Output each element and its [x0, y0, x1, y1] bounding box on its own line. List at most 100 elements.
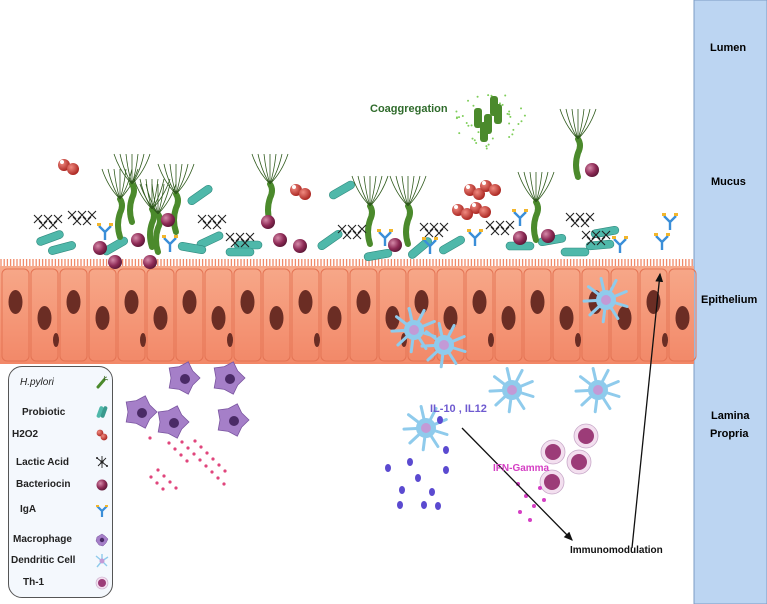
- cell-nucleus: [299, 290, 313, 314]
- cell-nucleus: [96, 306, 110, 330]
- bacteriocin: [513, 231, 527, 245]
- th1-cell: [541, 440, 565, 464]
- cytokine-dot: [174, 486, 177, 489]
- probiotic-icon: [95, 405, 109, 419]
- legend-label-iga: IgA: [20, 504, 36, 515]
- cytokine-dot: [161, 487, 164, 490]
- ifn-cytokine-dot: [528, 518, 532, 522]
- probiotic-bacterium: [47, 241, 76, 256]
- cytokine-il-label: IL-10 , IL12: [430, 403, 487, 415]
- cytokine-dot: [223, 469, 226, 472]
- cytokine-dot: [192, 452, 195, 455]
- il-cytokine-dot: [415, 474, 421, 482]
- dendritic-cell: [576, 369, 619, 412]
- probiotic-bacterium: [186, 184, 214, 207]
- macrophage-icon: [95, 533, 109, 547]
- cytokine-dot: [186, 446, 189, 449]
- cell-nucleus: [314, 333, 320, 347]
- il-cytokine-dot: [421, 501, 427, 509]
- iga-antibody: [512, 209, 528, 226]
- cell-nucleus: [473, 290, 487, 314]
- layer-label-propria: Propria: [710, 428, 749, 440]
- cell-nucleus: [212, 306, 226, 330]
- layer-label-mucus: Mucus: [711, 176, 746, 188]
- dendritic-cell: [490, 369, 533, 412]
- layer-label-epithelium: Epithelium: [701, 294, 757, 306]
- iga-antibody: [97, 223, 113, 240]
- cytokine-dot: [156, 468, 159, 471]
- cytokine-dot: [217, 463, 220, 466]
- lactic-acid-molecule: [68, 211, 96, 225]
- cell-nucleus: [125, 290, 139, 314]
- cell-nucleus: [575, 333, 581, 347]
- microvilli: [1, 259, 692, 266]
- cell-nucleus: [328, 306, 342, 330]
- macrophage-cell: [218, 404, 249, 436]
- th1-icon: [95, 576, 109, 590]
- bacteriocin: [161, 213, 175, 227]
- probiotic-bacterium: [35, 229, 64, 246]
- cell-nucleus: [662, 333, 668, 347]
- cell-nucleus: [502, 306, 516, 330]
- iga-icon: [95, 504, 109, 518]
- h-pylori-bacterium: [390, 176, 426, 244]
- cytokine-dot: [222, 482, 225, 485]
- cell-nucleus: [38, 306, 52, 330]
- cell-nucleus: [676, 306, 690, 330]
- legend-label-bacteriocin: Bacteriocin: [16, 479, 70, 490]
- lactic-acid-molecule: [420, 223, 448, 237]
- bacteriocin: [388, 238, 402, 252]
- legend-label-lactic-acid: Lactic Acid: [16, 457, 69, 468]
- ifn-cytokine-dot: [532, 504, 536, 508]
- iga-antibody: [654, 233, 670, 250]
- cytokine-dot: [216, 476, 219, 479]
- legend-label-dendritic-cell: Dendritic Cell: [11, 555, 75, 566]
- cytokine-dot: [162, 474, 165, 477]
- probiotic-bacterium: [226, 248, 254, 256]
- cytokine-dot: [179, 453, 182, 456]
- il-cytokine-dot: [397, 501, 403, 509]
- cell-nucleus: [270, 306, 284, 330]
- legend-label-th1: Th-1: [23, 577, 44, 588]
- bacteriocin-icon: [95, 478, 109, 492]
- cytokine-dot: [205, 451, 208, 454]
- cytokine-dot: [198, 458, 201, 461]
- coaggregation-cluster: [455, 94, 525, 149]
- cell-nucleus: [140, 333, 146, 347]
- h-pylori-icon: [95, 375, 109, 389]
- cytokine-dot: [199, 445, 202, 448]
- cytokine-dot: [180, 440, 183, 443]
- bacteriocin: [293, 239, 307, 253]
- th1-cell: [567, 450, 591, 474]
- il-cytokine-dot: [443, 446, 449, 454]
- cell-nucleus: [415, 290, 429, 314]
- immunomodulation-label: Immunomodulation: [570, 545, 663, 556]
- h2o2-molecule: [470, 202, 491, 218]
- bacteriocin: [143, 255, 157, 269]
- lactic-acid-molecule: [338, 225, 366, 239]
- macrophage-cell: [126, 396, 157, 428]
- il-cytokine-dot: [435, 502, 441, 510]
- probiotic-bacterium: [561, 248, 589, 256]
- il-cytokine-dot: [399, 486, 405, 494]
- legend-label-macrophage: Macrophage: [13, 534, 72, 545]
- cytokine-dot: [211, 457, 214, 460]
- cytokine-dot: [167, 441, 170, 444]
- h2o2-molecule: [452, 204, 473, 220]
- cell-nucleus: [154, 306, 168, 330]
- cell-nucleus: [9, 290, 23, 314]
- cytokine-dot: [173, 447, 176, 450]
- h2o2-molecule: [58, 159, 79, 175]
- h-pylori-bacterium: [352, 176, 388, 244]
- il-cytokine-dot: [407, 458, 413, 466]
- lactic-acid-molecule: [486, 221, 514, 235]
- lactic-acid-molecule: [566, 213, 594, 227]
- bacteriocin: [261, 215, 275, 229]
- iga-antibody: [467, 229, 483, 246]
- cell-nucleus: [183, 290, 197, 314]
- cell-nucleus: [618, 306, 632, 330]
- cell-nucleus: [227, 333, 233, 347]
- il-cytokine-dot: [437, 416, 443, 424]
- cytokine-dot: [210, 470, 213, 473]
